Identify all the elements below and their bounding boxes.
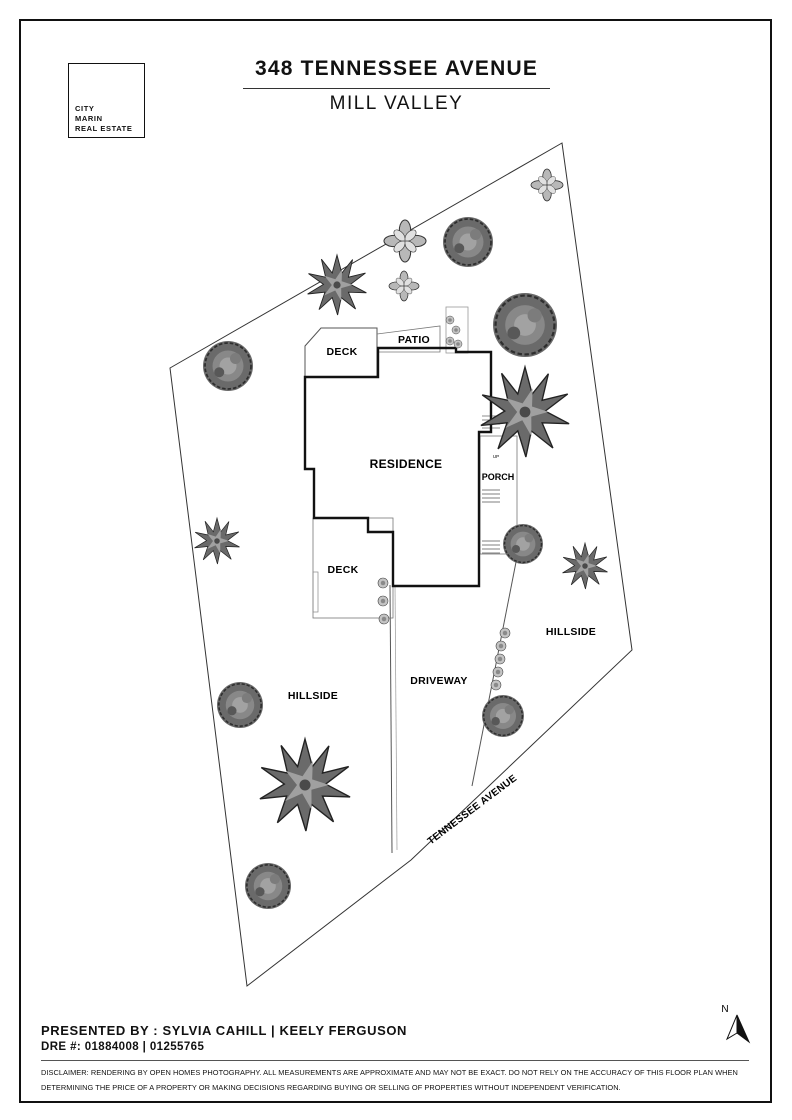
residence-outline bbox=[303, 346, 493, 588]
label-stair-up: UP bbox=[493, 454, 499, 459]
brokerage-logo: CITY MARIN REAL ESTATE bbox=[68, 63, 145, 138]
disclaimer-text: DISCLAIMER: RENDERING BY OPEN HOMES PHOT… bbox=[41, 1068, 738, 1092]
lot-boundary bbox=[169, 142, 633, 987]
dre-numbers: DRE #: 01884008 | 01255765 bbox=[41, 1041, 205, 1053]
porch-steps-upper bbox=[482, 489, 500, 503]
logo-line-city: CITY bbox=[75, 104, 95, 113]
logo-line-real-estate: REAL ESTATE bbox=[75, 124, 133, 133]
label-hillside-right: HILLSIDE bbox=[546, 626, 596, 638]
logo-line-marin: MARIN bbox=[75, 114, 103, 123]
deck-bottom-rail bbox=[312, 571, 319, 613]
tree-shrubs bbox=[194, 168, 607, 909]
label-hillside-left: HILLSIDE bbox=[288, 690, 338, 702]
label-deck-bottom: DECK bbox=[328, 564, 359, 576]
label-deck-top: DECK bbox=[327, 346, 358, 358]
page-frame bbox=[19, 19, 772, 1103]
presented-by: PRESENTED BY : SYLVIA CAHILL | KEELY FER… bbox=[41, 1023, 408, 1038]
label-driveway: DRIVEWAY bbox=[410, 675, 467, 687]
driveway-edge-left-inner bbox=[394, 584, 398, 851]
property-address: 348 TENNESSEE AVENUE bbox=[254, 57, 539, 80]
title-divider bbox=[243, 88, 550, 89]
label-porch: PORCH bbox=[482, 472, 515, 482]
label-residence: RESIDENCE bbox=[370, 457, 443, 471]
label-patio: PATIO bbox=[398, 334, 430, 346]
property-city: MILL VALLEY bbox=[329, 93, 464, 114]
driveway-edge-left bbox=[389, 584, 393, 854]
footer-divider bbox=[41, 1060, 749, 1061]
north-label: N bbox=[721, 1004, 728, 1015]
patio-outline bbox=[376, 325, 441, 353]
north-arrow-icon bbox=[725, 1014, 751, 1044]
porch-steps-lower bbox=[482, 540, 500, 554]
